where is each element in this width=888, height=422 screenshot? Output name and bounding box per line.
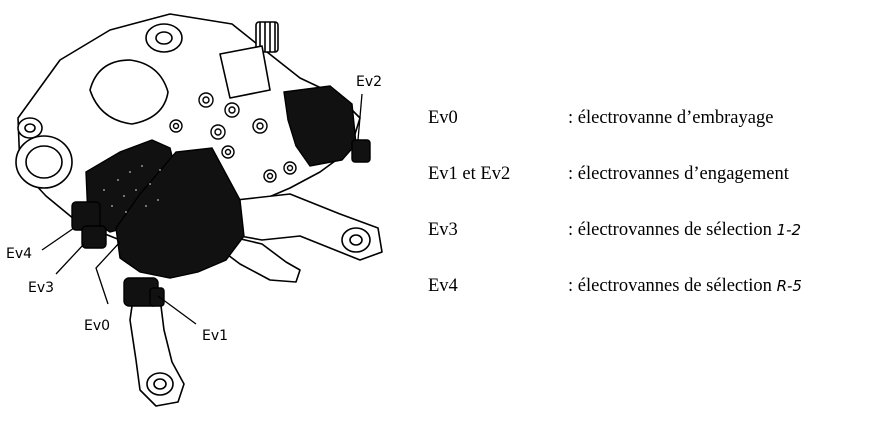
solenoid-ev0 (115, 147, 245, 279)
legend-term: Ev0 (428, 108, 458, 128)
leader-ev4 (41, 227, 75, 251)
leader-ev3 (55, 243, 85, 275)
callout-ev2: Ev2 (356, 74, 382, 90)
legend-definition: : électrovannes de sélection 1-2 (568, 220, 802, 240)
legend-term: Ev4 (428, 276, 458, 296)
callout-ev3: Ev3 (28, 280, 54, 296)
legend-definition: : électrovanne d’embrayage (568, 108, 774, 128)
callout-ev0: Ev0 (84, 318, 110, 334)
legend-term: Ev1 et Ev2 (428, 164, 511, 184)
legend-definition: : électrovannes de sélection R-5 (568, 276, 802, 296)
solenoid-ev2 (283, 85, 357, 167)
top-spline-shaft (255, 21, 279, 53)
callout-ev4: Ev4 (6, 246, 32, 262)
callout-ev1: Ev1 (202, 328, 228, 344)
legend-term: Ev3 (428, 220, 458, 240)
leader-ev1 (157, 295, 197, 325)
leader-ev0 (95, 241, 121, 305)
legend-definition: : électrovannes d’engagement (568, 164, 789, 184)
gear-code: 1-2 (776, 221, 802, 239)
gear-code: R-5 (776, 277, 802, 295)
leader-ev2 (357, 93, 363, 141)
